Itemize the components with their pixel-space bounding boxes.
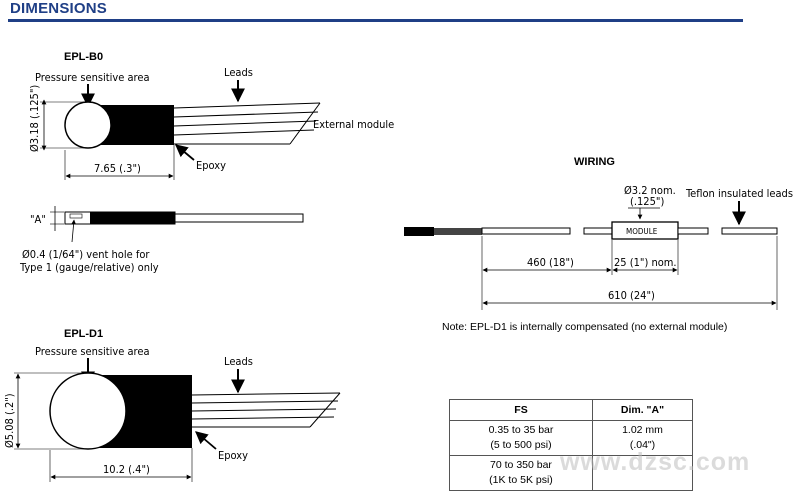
- table-cell-dim: 1.02 mm (.04"): [591, 420, 694, 456]
- vent-hole-label-1: Ø0.4 (1/64") vent hole for: [22, 248, 150, 261]
- module-diameter-label-2: (.125"): [630, 195, 664, 208]
- wiring-sensor-epoxy: [434, 228, 482, 235]
- epl-b0-pressure-label: Pressure sensitive area: [35, 71, 150, 84]
- wiring-lead-2: [583, 227, 613, 235]
- wiring-sensor: [404, 227, 434, 236]
- wiring-lead-1: [481, 227, 571, 235]
- epl-d1-length-label: 10.2 (.4"): [103, 463, 150, 476]
- wiring-lead-4: [721, 227, 778, 235]
- watermark: www.dzsc.com: [560, 448, 751, 476]
- side-a-label: "A": [30, 213, 46, 226]
- table-row: 70 to 350 bar (1K to 5K psi): [449, 455, 694, 491]
- table-cell-fs: 0.35 to 35 bar (5 to 500 psi): [449, 420, 593, 456]
- table-header-fs: FS: [449, 399, 593, 421]
- table-header-row: FS Dim. "A": [449, 399, 694, 421]
- epl-d1-leads: [191, 392, 341, 428]
- dim-460-label: 460 (18"): [527, 256, 574, 269]
- epl-b0-top-view: EPL-B0 Pressure sensitive area Leads Ext…: [28, 51, 394, 180]
- epl-d1-leads-label: Leads: [224, 355, 253, 368]
- epl-d1-top-view: EPL-D1 Pressure sensitive area Leads Ø5.…: [3, 328, 341, 482]
- fs-dim-table: FS Dim. "A" 0.35 to 35 bar (5 to 500 psi…: [449, 399, 694, 491]
- module-label: MODULE: [626, 227, 658, 236]
- wiring-lead-3: [677, 227, 709, 235]
- epl-d1-diaphragm: [49, 372, 127, 450]
- epl-b0-external-module-label: External module: [313, 118, 394, 131]
- epl-b0-diaphragm: [64, 101, 112, 149]
- wiring-title: WIRING: [574, 156, 615, 168]
- epl-d1-pressure-label: Pressure sensitive area: [35, 345, 150, 358]
- title-rule: [8, 19, 743, 22]
- vent-hole: [69, 213, 83, 219]
- epl-b0-side-view: "A" Ø0.4 (1/64") vent hole for Type 1 (g…: [19, 206, 304, 274]
- epl-b0-diameter-label: Ø3.18 (.125"): [28, 85, 41, 152]
- table-row: 0.35 to 35 bar (5 to 500 psi) 1.02 mm (.…: [449, 420, 694, 456]
- teflon-label: Teflon insulated leads: [685, 187, 793, 200]
- epl-b0-leads: [173, 102, 321, 145]
- wiring-diagram: WIRING Ø3.2 nom. (.125") Teflon insulate…: [404, 156, 793, 333]
- epoxy-arrow: [175, 144, 195, 161]
- epl-d1-diameter-label: Ø5.08 (.2"): [3, 393, 16, 448]
- epl-b0-leads-label: Leads: [224, 66, 253, 79]
- epl-b0-length-label: 7.65 (.3"): [94, 162, 141, 175]
- table-header-dim-a: Dim. "A": [591, 399, 694, 421]
- page-title: DIMENSIONS: [10, 0, 108, 17]
- epl-d1-epoxy-label: Epoxy: [218, 449, 248, 462]
- dim-610-label: 610 (24"): [608, 289, 655, 302]
- table-cell-dim: [591, 455, 694, 491]
- wiring-note: Note: EPL-D1 is internally compensated (…: [442, 321, 727, 333]
- dim-25-label: 25 (1") nom.: [614, 256, 677, 269]
- side-leads: [174, 213, 304, 223]
- epl-d1-label: EPL-D1: [64, 328, 103, 340]
- epl-b0-label: EPL-B0: [64, 51, 103, 63]
- vent-hole-label-2: Type 1 (gauge/relative) only: [19, 261, 159, 274]
- epl-b0-epoxy-label: Epoxy: [196, 159, 226, 172]
- module-diameter-label-1: Ø3.2 nom.: [624, 184, 676, 197]
- epoxy-arrow-d1: [195, 431, 217, 450]
